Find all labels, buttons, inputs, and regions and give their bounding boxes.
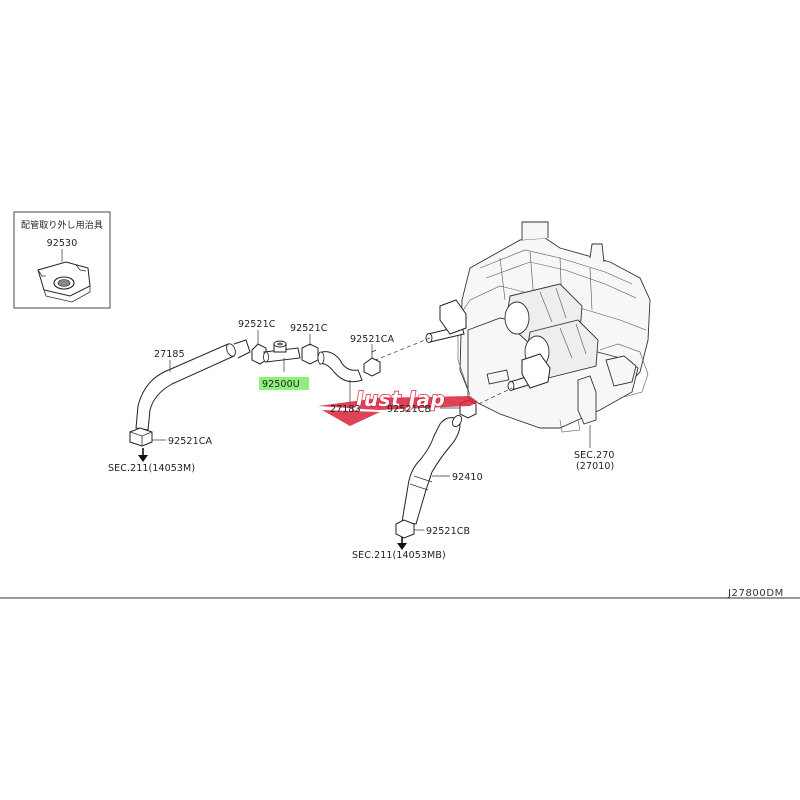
hose-27183	[317, 351, 363, 383]
label-sec-left: SEC.211(14053M)	[108, 463, 195, 474]
label-92521c-mid: 92521C	[290, 323, 328, 334]
highlight-92500u	[259, 377, 309, 390]
inset-title: 配管取り外し用治具	[21, 219, 103, 231]
label-92500u: 92500U	[262, 379, 300, 390]
watermark-text: Just Jap	[352, 387, 445, 411]
label-92521ca-left: 92521CA	[168, 436, 212, 447]
inset-part-number: 92530	[47, 238, 78, 249]
clamp-92521c-mid	[301, 343, 319, 365]
watermark-swoosh-top	[318, 396, 478, 410]
label-sec-bottom: SEC.211(14053MB)	[352, 550, 446, 561]
unit-inlet-pipe-upper	[425, 299, 467, 343]
label-sec-unit-line2: (27010)	[576, 461, 614, 472]
inset-tool-box: 配管取り外し用治具 92530	[13, 211, 111, 309]
label-27183: 27183	[330, 404, 361, 415]
watermark-swoosh-bottom	[322, 410, 380, 426]
down-arrow-icon	[138, 448, 148, 462]
unit-bracket	[577, 375, 597, 425]
label-92410: 92410	[452, 472, 483, 483]
label-92521cb-upper: 92521CB	[387, 404, 431, 415]
label-92521cb-lower: 92521CB	[426, 526, 470, 537]
heater-unit-assembly	[425, 221, 651, 433]
hose-removal-tool-icon	[37, 261, 91, 303]
unit-inlet-pipe-lower	[507, 353, 551, 391]
watermark-logo: Just Jap	[318, 386, 478, 426]
hose-27185	[135, 339, 251, 431]
clamp-92521cb-lower	[395, 519, 415, 539]
clamp-92521ca-right	[363, 349, 381, 377]
down-arrow-icon	[397, 537, 407, 550]
figure-reference: J27800DM	[727, 588, 784, 599]
label-92521c-left: 92521C	[238, 319, 276, 330]
label-27185: 27185	[154, 349, 185, 360]
joint-92500u	[263, 340, 301, 372]
hose-92410	[401, 414, 463, 525]
unit-top-flange-right	[589, 243, 605, 263]
label-92521ca-right: 92521CA	[350, 334, 394, 345]
label-sec-unit-line1: SEC.270	[574, 450, 615, 461]
unit-top-flange-left	[521, 221, 549, 240]
clamp-92521ca-left	[129, 427, 153, 447]
